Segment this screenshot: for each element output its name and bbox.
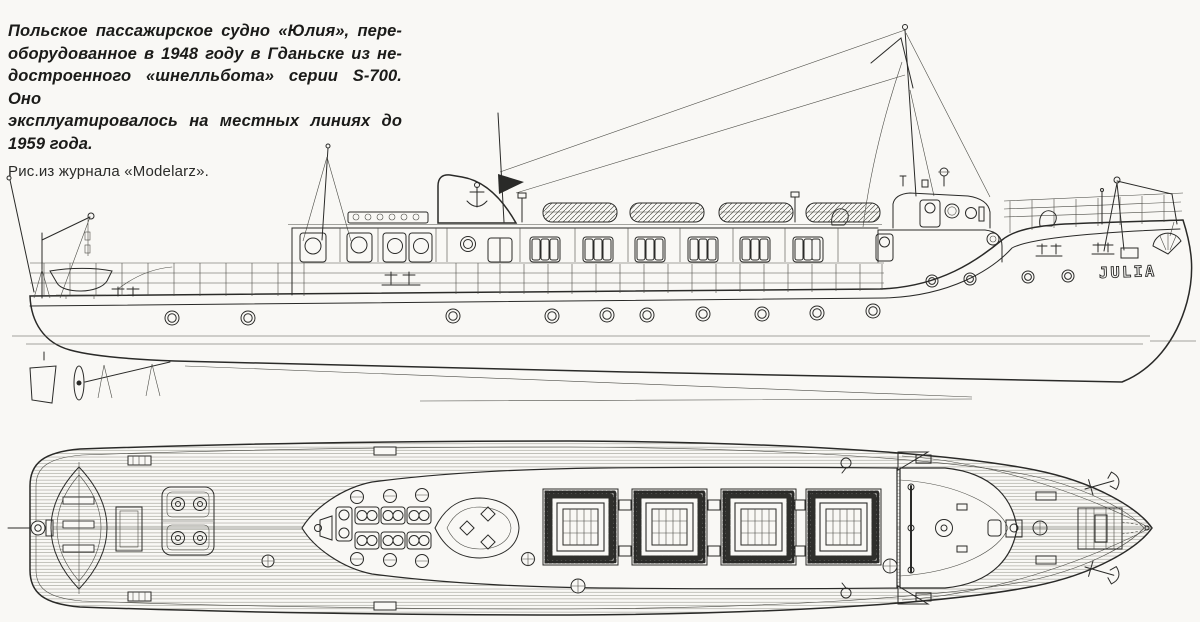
propeller-and-rudder <box>29 351 171 404</box>
anchor-icon <box>1084 560 1120 585</box>
aft-deck-fittings <box>111 266 421 297</box>
plan-vent-cluster <box>314 488 432 568</box>
cabin-windows <box>487 236 824 263</box>
propeller <box>73 365 85 401</box>
hull-profile <box>12 219 1196 402</box>
plan-stern-hatches <box>115 486 215 556</box>
plan-bridge-items <box>907 483 1002 574</box>
fore-deck-fittings <box>1035 210 1139 259</box>
life-raft-stacks <box>542 202 881 223</box>
break-wedge <box>897 585 930 605</box>
wheelhouse <box>892 167 991 229</box>
funnel <box>437 174 518 224</box>
break-wedge <box>897 451 930 471</box>
plan-view <box>7 440 1153 616</box>
plan-lifeboat <box>50 462 108 594</box>
anchor-icon <box>466 182 488 208</box>
rudder <box>29 365 57 404</box>
caption-line: эксплуатировалось на местных линиях до <box>8 112 402 130</box>
bow-davit-and-anchor <box>1100 176 1182 255</box>
side-view: JULIA <box>6 24 1196 404</box>
hatch-connectors <box>618 499 806 557</box>
anchor-windlass <box>1077 507 1148 550</box>
plan-stern-staff <box>7 519 54 537</box>
caption-line: Польское пассажирское судно «Юлия», пере… <box>8 22 402 40</box>
plan-skylight-hatches <box>542 488 882 566</box>
plan-foredeck-fittings <box>840 454 1150 602</box>
plan-mushroom-vents <box>261 551 898 594</box>
deck-railing <box>30 192 1184 296</box>
cowl-vent-icon <box>1039 210 1057 227</box>
roof-fittings <box>347 191 881 226</box>
stern-davit-and-lifeboat <box>33 212 113 299</box>
lifeboat-side <box>49 267 113 292</box>
caption-line: 1959 года. <box>8 134 93 153</box>
caption: Польское пассажирское судно «Юлия», пере… <box>8 20 402 155</box>
stern-flagstaff <box>9 179 35 293</box>
credit-line: Рис.из журнала «Modelarz». <box>8 163 209 180</box>
plan-funnel <box>434 497 520 559</box>
pennant-flag <box>498 174 524 194</box>
anchor-icon <box>1084 471 1120 496</box>
hull-portholes <box>164 269 1075 326</box>
caption-line: достроенного «шнелльбота» серии S-700. О… <box>8 67 402 108</box>
caption-line: оборудованное в 1948 году в Гданьске из … <box>8 44 402 63</box>
plan-cleats <box>127 446 397 611</box>
superstructure <box>288 167 1003 296</box>
life-ring-icon <box>986 232 1000 246</box>
plan-wheelhouse-roof <box>899 467 1018 589</box>
hull-name-text: JULIA <box>1099 262 1157 282</box>
